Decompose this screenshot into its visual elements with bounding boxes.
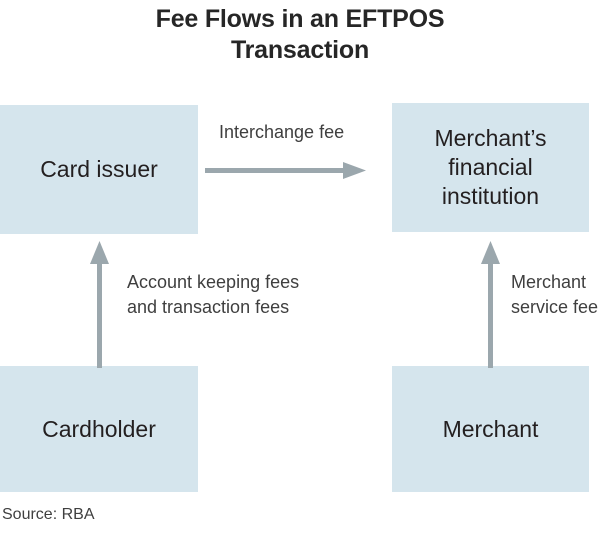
flow-label-account-fees: Account keeping fees and transaction fee… bbox=[127, 270, 299, 320]
node-merchant-fi-label-line-1: Merchant’s bbox=[434, 125, 547, 151]
arrow-up-icon-account-fees bbox=[90, 241, 109, 368]
flow-label-interchange-fee: Interchange fee bbox=[219, 120, 344, 145]
node-merchant-fi-label-line-2: financial bbox=[448, 154, 533, 180]
flow-label-merchant-service-fee: Merchant service fee bbox=[511, 270, 598, 320]
arrow-right-icon-interchange bbox=[205, 162, 366, 179]
node-merchant: Merchant bbox=[392, 366, 589, 492]
node-merchant-financial-institution-label: Merchant’s financial institution bbox=[434, 124, 546, 211]
flow-label-merchant-service-fee-line-2: service fee bbox=[511, 297, 599, 317]
source-note: Source: RBA bbox=[2, 506, 95, 523]
node-merchant-financial-institution: Merchant’s financial institution bbox=[392, 103, 589, 232]
node-card-issuer: Card issuer bbox=[0, 105, 198, 234]
arrow-up-icon-merchant-service bbox=[481, 241, 500, 368]
node-merchant-fi-label-line-3: institution bbox=[441, 183, 540, 209]
chart-title-line-2: Transaction bbox=[230, 36, 370, 64]
flow-label-account-fees-line-2: and transaction fees bbox=[127, 297, 290, 317]
chart-title-line-1: Fee Flows in an EFTPOS bbox=[155, 5, 445, 33]
node-cardholder: Cardholder bbox=[0, 366, 198, 492]
flow-label-interchange-fee-line-1: Interchange fee bbox=[219, 122, 345, 142]
node-card-issuer-label: Card issuer bbox=[40, 156, 158, 182]
node-cardholder-label: Cardholder bbox=[42, 415, 156, 442]
node-merchant-label: Merchant bbox=[442, 415, 539, 442]
flow-label-merchant-service-fee-line-1: Merchant bbox=[511, 272, 587, 292]
chart-title: Fee Flows in an EFTPOS Transaction bbox=[0, 4, 600, 66]
flow-label-account-fees-line-1: Account keeping fees bbox=[127, 272, 300, 292]
